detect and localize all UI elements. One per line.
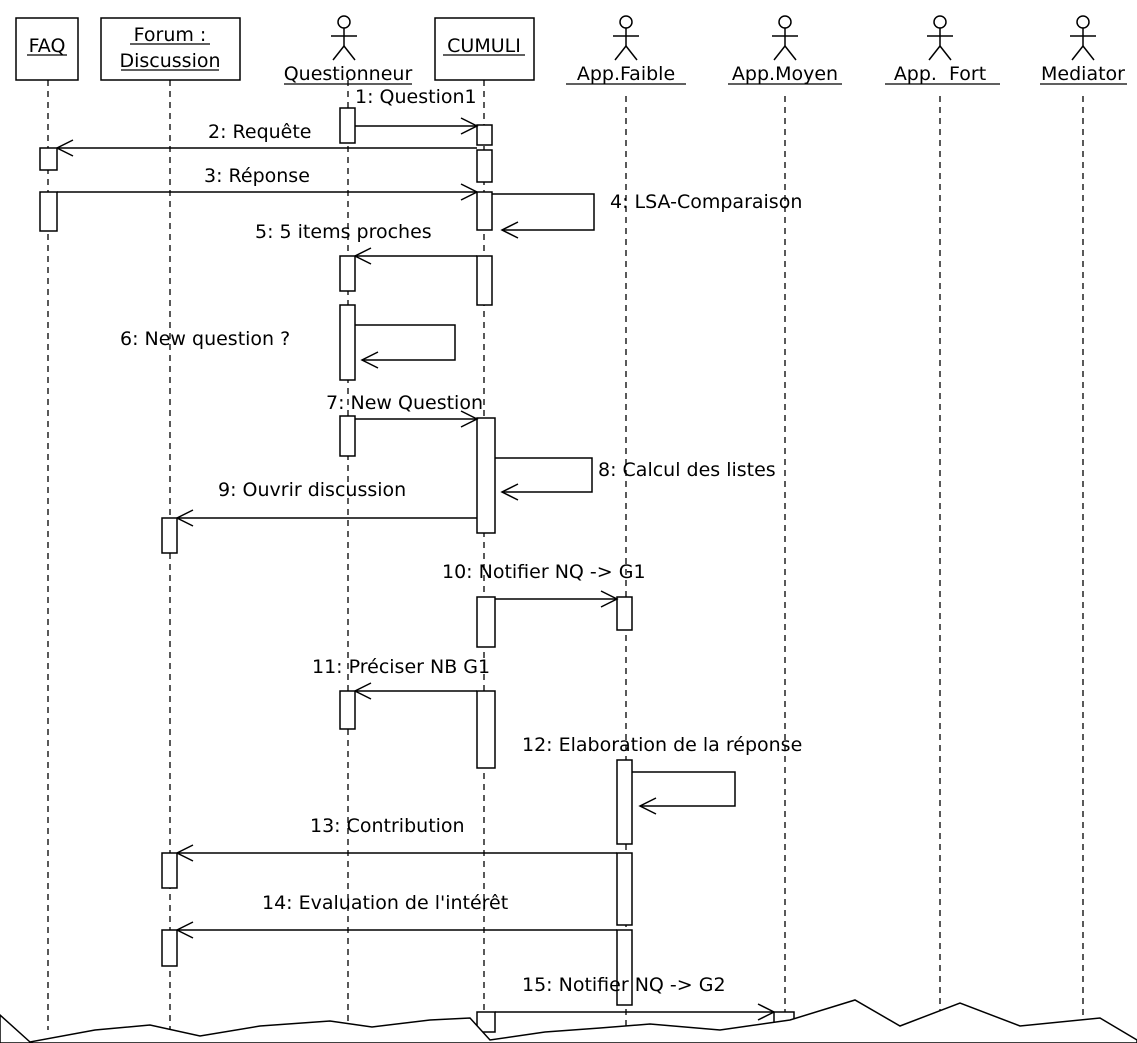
message-6: 6: New question ? bbox=[120, 324, 456, 369]
message-13: 13: Contribution bbox=[175, 815, 617, 862]
message-12: 12: Elaboration de la réponse bbox=[522, 734, 802, 815]
activation-cumuli-6 bbox=[476, 596, 496, 648]
activations bbox=[39, 107, 795, 1033]
message-5: 5: 5 items proches bbox=[255, 221, 477, 265]
message-4: 4: LSA-Comparaison bbox=[492, 191, 802, 239]
activation-faq-1 bbox=[39, 147, 58, 171]
activation-forum-3 bbox=[161, 929, 178, 967]
participant-app-faible: App.Faible bbox=[566, 15, 686, 85]
activation-faq-2 bbox=[39, 191, 58, 232]
activation-questionneur-1 bbox=[339, 107, 356, 144]
message-11-label: 11: Préciser NB G1 bbox=[312, 656, 490, 678]
participant-app-fort: App. Fort bbox=[885, 15, 1000, 85]
activation-cumuli-8 bbox=[476, 1011, 496, 1033]
message-9-label: 9: Ouvrir discussion bbox=[218, 479, 406, 501]
message-7: 7: New Question bbox=[326, 392, 483, 428]
message-15-label: 15: Notifier NQ -> G2 bbox=[522, 974, 726, 996]
actor-figure-mediator bbox=[1070, 15, 1096, 61]
participant-app-moyen: App.Moyen bbox=[728, 15, 842, 85]
participant-faq-label: FAQ bbox=[29, 35, 66, 57]
activation-faible-3 bbox=[616, 852, 633, 926]
message-12-label: 12: Elaboration de la réponse bbox=[522, 734, 802, 756]
actor-figure-app-moyen bbox=[772, 15, 798, 61]
message-8-label: 8: Calcul des listes bbox=[598, 459, 776, 481]
participant-faq: FAQ bbox=[15, 17, 79, 81]
activation-faible-4 bbox=[616, 929, 633, 1006]
activation-cumuli-5 bbox=[476, 417, 496, 534]
torn-edge bbox=[0, 999, 1137, 1043]
activation-questionneur-3 bbox=[339, 304, 356, 381]
message-2: 2: Requête bbox=[55, 121, 477, 157]
participant-app-fort-label: App. Fort bbox=[894, 63, 986, 85]
participant-questionneur-label: Questionneur bbox=[284, 63, 413, 85]
participant-app-moyen-label: App.Moyen bbox=[732, 63, 838, 85]
activation-cumuli-2 bbox=[476, 149, 493, 183]
message-9: 9: Ouvrir discussion bbox=[175, 479, 477, 527]
participant-mediator-label: Mediator bbox=[1041, 63, 1125, 85]
activation-questionneur-2 bbox=[339, 255, 356, 292]
participant-cumuli: CUMULI bbox=[434, 17, 535, 81]
activation-faible-2 bbox=[616, 759, 633, 845]
message-10: 10: Notifier NQ -> G1 bbox=[442, 561, 646, 608]
activation-cumuli-3 bbox=[476, 191, 493, 231]
participant-forum: Forum : Discussion bbox=[100, 17, 241, 81]
participant-forum-label-line1: Forum : bbox=[134, 24, 207, 46]
message-7-label: 7: New Question bbox=[326, 392, 483, 414]
message-13-label: 13: Contribution bbox=[310, 815, 465, 837]
activation-forum-2 bbox=[161, 852, 178, 889]
activation-questionneur-4 bbox=[339, 415, 356, 457]
message-1: 1: Question1 bbox=[355, 86, 479, 135]
actor-figure-app-faible bbox=[613, 15, 639, 61]
activation-faible-1 bbox=[616, 596, 633, 631]
actor-figure-questionneur bbox=[331, 15, 357, 61]
message-1-label: 1: Question1 bbox=[355, 86, 477, 108]
activation-cumuli-1 bbox=[476, 124, 493, 146]
participant-mediator: Mediator bbox=[1040, 15, 1127, 85]
message-14-label: 14: Evaluation de l'intérêt bbox=[262, 892, 508, 914]
message-14: 14: Evaluation de l'intérêt bbox=[175, 892, 617, 939]
message-5-label: 5: 5 items proches bbox=[255, 221, 432, 243]
activation-cumuli-7 bbox=[476, 690, 496, 769]
activation-cumuli-4 bbox=[476, 255, 493, 306]
participant-app-faible-label: App.Faible bbox=[577, 63, 675, 85]
activation-questionneur-5 bbox=[339, 690, 356, 730]
message-3: 3: Réponse bbox=[57, 165, 479, 201]
participant-cumuli-label: CUMULI bbox=[447, 35, 521, 57]
actor-figure-app-fort bbox=[927, 15, 953, 61]
message-10-label: 10: Notifier NQ -> G1 bbox=[442, 561, 646, 583]
participant-questionneur: Questionneur bbox=[284, 15, 413, 85]
activation-forum-1 bbox=[161, 517, 178, 554]
message-3-label: 3: Réponse bbox=[204, 165, 310, 187]
message-11: 11: Préciser NB G1 bbox=[312, 656, 490, 700]
participant-forum-label-line2: Discussion bbox=[119, 50, 220, 72]
message-15: 15: Notifier NQ -> G2 bbox=[495, 974, 776, 1021]
message-2-label: 2: Requête bbox=[208, 121, 312, 143]
message-8: 8: Calcul des listes bbox=[495, 457, 776, 501]
message-6-label: 6: New question ? bbox=[120, 328, 290, 350]
message-4-label: 4: LSA-Comparaison bbox=[610, 191, 802, 213]
